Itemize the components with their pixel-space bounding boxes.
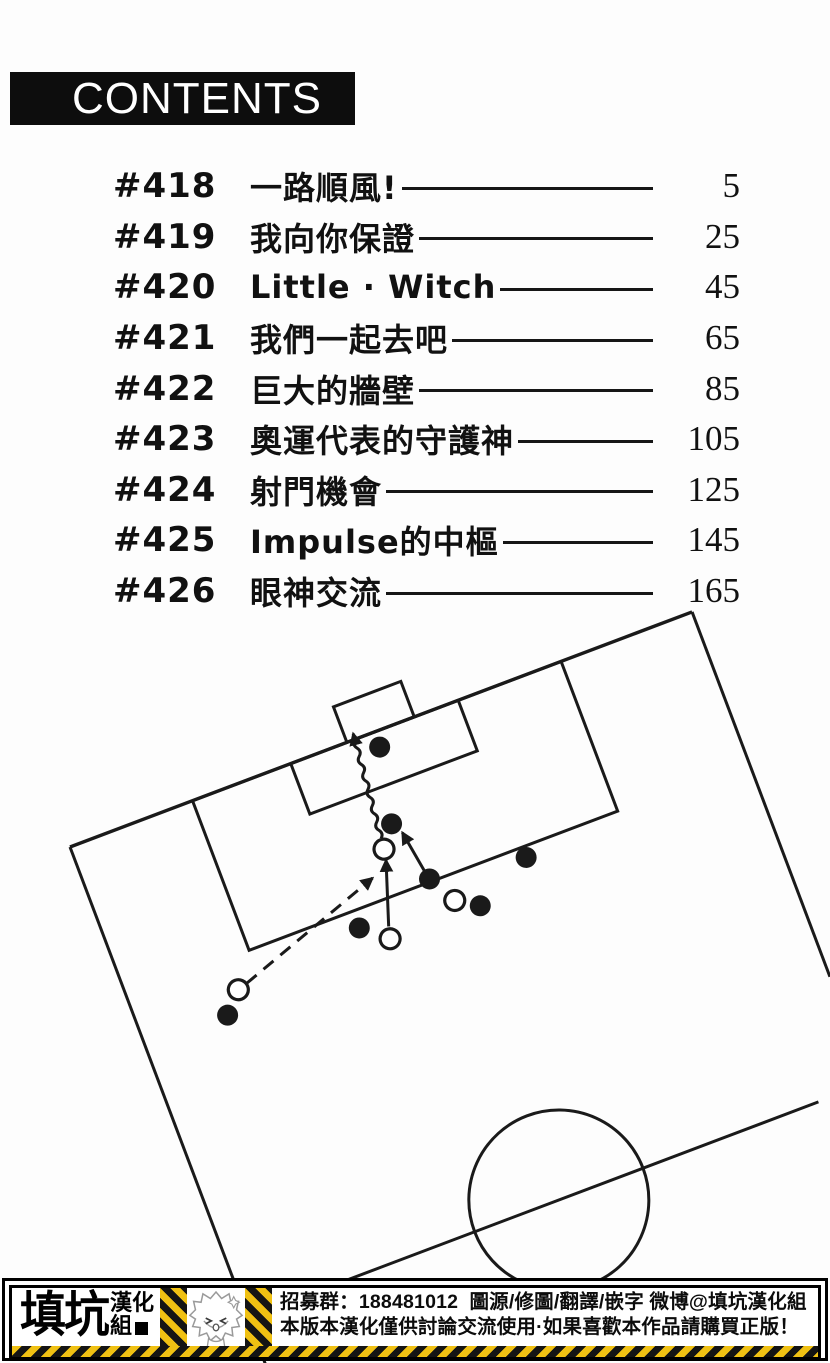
- chapter-title: 巨大的牆壁: [250, 371, 416, 410]
- chapter-number: #422: [113, 368, 217, 409]
- chapter-title: 我們一起去吧: [250, 321, 449, 360]
- leader-line: [386, 490, 653, 494]
- toc-row: #425 Impulse的中樞 145: [113, 515, 740, 566]
- contents-header-bar: CONTENTS: [10, 72, 355, 125]
- mascot-illustration: [187, 1288, 245, 1357]
- hazard-stripe-right-icon: [245, 1288, 273, 1357]
- player-open: [378, 927, 402, 951]
- toc-row: #422 巨大的牆壁 85: [113, 363, 740, 414]
- contents-title: CONTENTS: [72, 74, 322, 123]
- toc-row: #424 射門機會 125: [113, 465, 740, 516]
- leader-line: [419, 237, 653, 241]
- player-markers: [217, 736, 537, 1026]
- hazard-stripe-bottom-icon: [12, 1346, 818, 1357]
- logo-main-text: 填坑: [20, 1286, 110, 1342]
- page-number: 45: [705, 267, 740, 307]
- hazard-stripe-left-icon: [160, 1288, 188, 1357]
- chapter-title: 我向你保證: [250, 219, 416, 258]
- toc-row: #421 我們一起去吧 65: [113, 313, 740, 364]
- toc-row: #426 眼神交流 165: [113, 566, 740, 617]
- play-arrows: [245, 731, 426, 985]
- chapter-number: #420: [113, 267, 217, 308]
- chapter-number: #426: [113, 571, 217, 612]
- toc-row: #418 一路順風! 5: [113, 161, 740, 212]
- disclaimer-line: 本版本漢化僅供討論交流使用·如果喜歡本作品請購買正版！: [280, 1316, 799, 1338]
- table-of-contents: #418 一路順風! 5 #419 我向你保證 25 #420 Little ·…: [113, 161, 740, 616]
- player-filled: [419, 868, 441, 890]
- page-number: 125: [687, 469, 741, 509]
- chapter-number: #421: [113, 318, 217, 359]
- toc-row: #423 奧運代表的守護神 105: [113, 414, 740, 465]
- page-number: 165: [687, 571, 741, 611]
- player-filled: [515, 846, 537, 868]
- toc-row: #419 我向你保證 25: [113, 212, 740, 263]
- chapter-title: Little · Witch: [250, 268, 497, 307]
- logo-sub-text-2: 組: [110, 1313, 133, 1338]
- scanlation-credit-bar: 填坑 漢化 組: [2, 1278, 828, 1361]
- page-number: 145: [687, 520, 741, 560]
- chapter-number: #423: [113, 419, 217, 460]
- page-number: 105: [687, 419, 741, 459]
- chapter-number: #424: [113, 469, 217, 510]
- leader-line: [452, 338, 653, 342]
- credit-text-block: 招募群：188481012 圖源/修圖/翻譯/嵌字 微博@填坑漢化組 本版本漢化…: [272, 1288, 818, 1357]
- leader-line: [419, 389, 653, 393]
- toc-row: #420 Little · Witch 45: [113, 262, 740, 313]
- scanlation-logo: 填坑 漢化 組: [12, 1288, 160, 1357]
- player-open: [372, 837, 396, 861]
- page-number: 65: [705, 318, 740, 358]
- pitch-svg: [68, 610, 830, 1363]
- page-number: 85: [705, 368, 740, 408]
- page-number: 25: [705, 216, 740, 256]
- leader-line: [401, 186, 653, 190]
- player-open: [443, 888, 467, 913]
- chapter-title: 奧運代表的守護神: [250, 422, 515, 461]
- logo-sub-text-1: 漢化: [110, 1290, 155, 1315]
- logo-square-icon: [135, 1322, 149, 1335]
- leader-line: [500, 287, 653, 291]
- player-filled: [217, 1004, 239, 1026]
- player-open: [226, 978, 250, 1002]
- chapter-number: #425: [113, 520, 217, 561]
- chapter-title: Impulse的中樞: [250, 523, 499, 562]
- leader-line: [386, 591, 653, 595]
- chapter-title: 射門機會: [250, 472, 383, 511]
- chapter-title: 一路順風!: [250, 169, 398, 208]
- player-filled: [369, 736, 391, 758]
- player-filled: [469, 895, 491, 917]
- credit-bar-inner: 填坑 漢化 組: [9, 1285, 821, 1360]
- player-filled: [381, 813, 403, 835]
- chapter-number: #418: [113, 166, 217, 207]
- recruit-line: 招募群：188481012 圖源/修圖/翻譯/嵌字 微博@填坑漢化組: [280, 1291, 807, 1313]
- page-number: 5: [722, 166, 741, 206]
- mascot-girl-icon: [188, 1290, 244, 1352]
- chapter-title: 眼神交流: [250, 574, 383, 613]
- pitch-lines: [68, 610, 830, 1363]
- player-filled: [348, 917, 370, 939]
- leader-line: [502, 540, 653, 544]
- leader-line: [518, 439, 653, 443]
- chapter-number: #419: [113, 216, 217, 257]
